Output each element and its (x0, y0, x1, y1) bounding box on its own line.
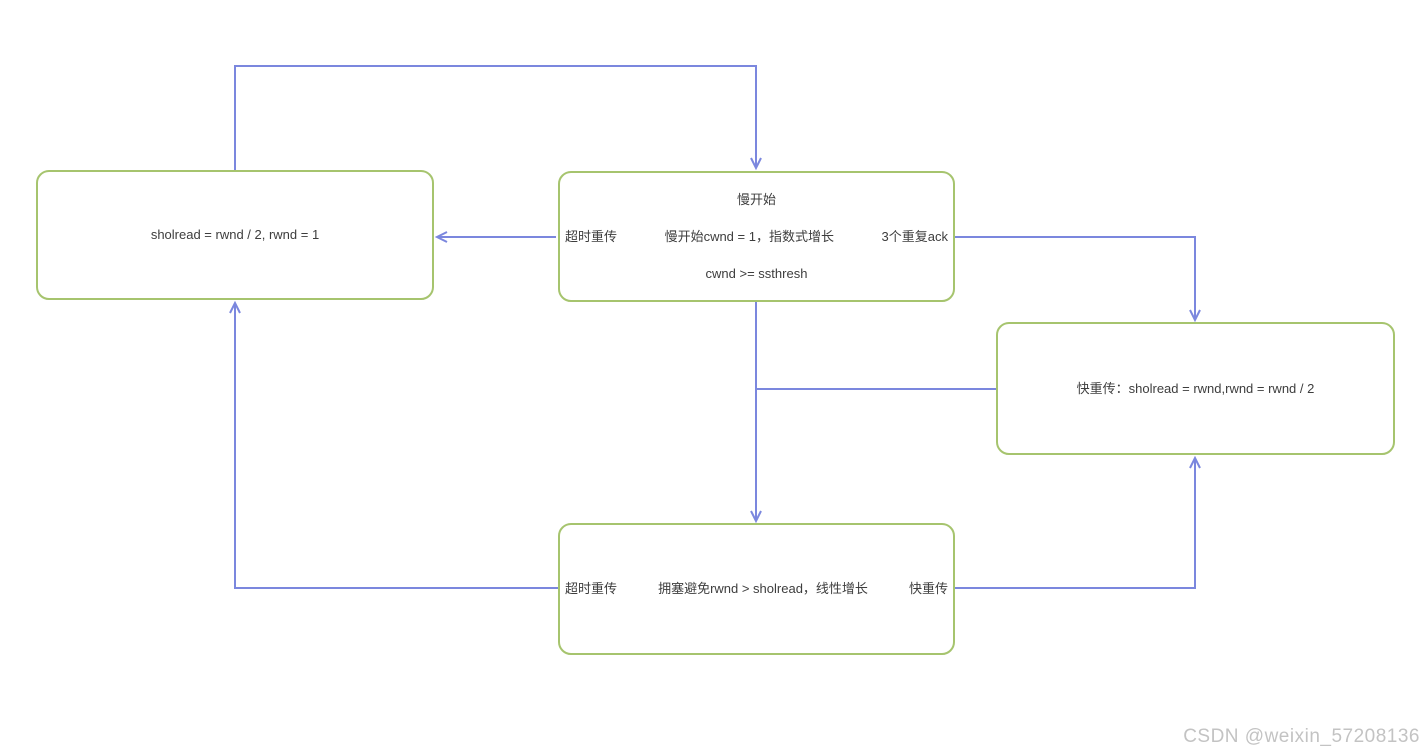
node-reset-text: sholread = rwnd / 2, rwnd = 1 (150, 227, 320, 243)
edge-label-fast-retransmit: 快重传 (908, 581, 948, 597)
node-fast-retransmit-text: 快重传：sholread = rwnd,rwnd = rwnd / 2 (1076, 380, 1315, 396)
node-fast-retransmit: 快重传：sholread = rwnd,rwnd = rwnd / 2 (996, 322, 1395, 455)
node-congestion-avoidance: 超时重传 拥塞避免rwnd > sholread，线性增长 快重传 (558, 523, 955, 655)
node-slow-start-condition: cwnd >= ssthresh (705, 265, 808, 281)
node-slow-start: 慢开始 超时重传 慢开始cwnd = 1，指数式增长 3个重复ack cwnd … (558, 171, 955, 302)
edge-label-3-dup-ack: 3个重复ack (881, 228, 948, 244)
node-congestion-row: 超时重传 拥塞避免rwnd > sholread，线性增长 快重传 (560, 581, 953, 597)
edge-congestion-to-fast-retransmit (955, 455, 1201, 589)
node-slow-start-text: 慢开始cwnd = 1，指数式增长 (664, 228, 834, 244)
edge-reset-to-slow-start (234, 65, 762, 171)
edge-congestion-to-reset (229, 300, 558, 589)
edge-slow-start-to-fast-retransmit (955, 236, 1201, 323)
edge-label-timeout-retransmit: 超时重传 (565, 581, 618, 597)
node-congestion-text: 拥塞避免rwnd > sholread，线性增长 (658, 581, 868, 597)
node-reset: sholread = rwnd / 2, rwnd = 1 (36, 170, 434, 300)
node-slow-start-title: 慢开始 (736, 191, 776, 207)
node-slow-start-middle-row: 超时重传 慢开始cwnd = 1，指数式增长 3个重复ack (560, 229, 953, 245)
csdn-watermark: CSDN @weixin_57208136 (1183, 726, 1420, 747)
edge-label-timeout-retransmit: 超时重传 (565, 228, 618, 244)
